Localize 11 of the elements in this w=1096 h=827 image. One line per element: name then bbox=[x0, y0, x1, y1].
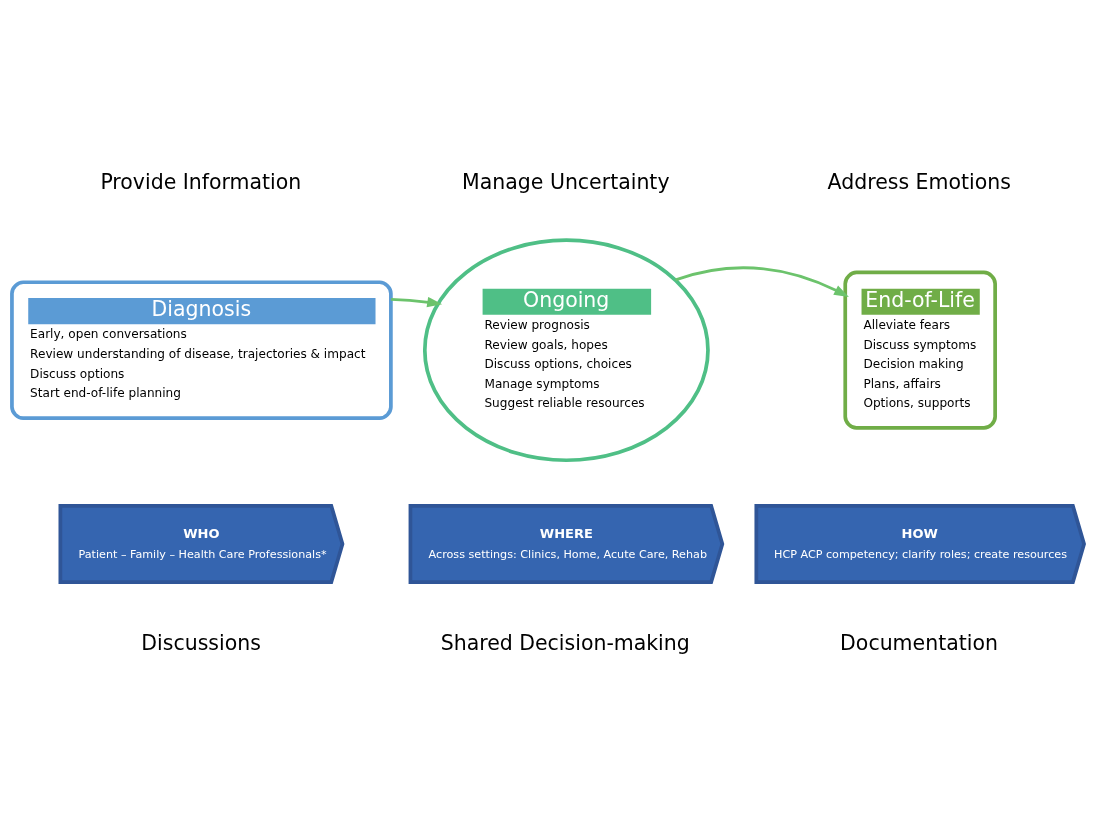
label: Discussions bbox=[141, 630, 261, 655]
arrow bbox=[675, 265, 849, 297]
node-box: End-of-Life Alleviate fears Discuss symptoms Decision making Plans, affairs Options, supports bbox=[843, 270, 997, 430]
node-box: Diagnosis Early, open conversations Review understanding of disease, trajectories & impact Discuss options Start end-of-life planning bbox=[10, 279, 393, 420]
label: Address Emotions bbox=[827, 169, 1011, 194]
label: Documentation bbox=[840, 630, 998, 655]
label: Manage Uncertainty bbox=[462, 169, 670, 194]
label: Shared Decision-making bbox=[440, 630, 690, 655]
label: Provide Information bbox=[100, 169, 302, 194]
node-ellipse: Ongoing Review prognosis Review goals, hopes Discuss options, choices Manage symptoms Suggest reliable resources bbox=[422, 237, 710, 462]
arrow bbox=[391, 296, 443, 307]
